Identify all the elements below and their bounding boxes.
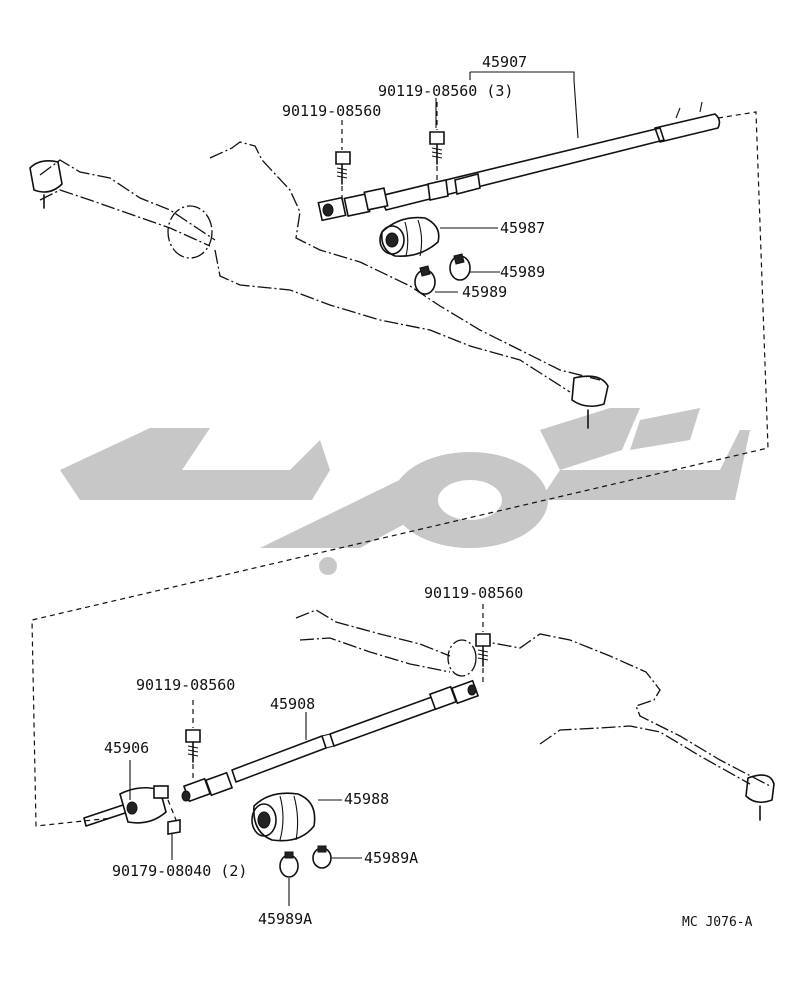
label-45988: 45988 [344,790,389,808]
upper-bolt-left [335,120,351,200]
column-joint-45906 [83,785,181,835]
label-45907: 45907 [482,53,527,71]
clamp-45989A-right [312,845,332,869]
lower-universal-joint-left [181,771,234,803]
boot-45987 [379,216,440,258]
label-90119-08560-top: 90119-08560 [282,102,381,120]
intermediate-shaft-45907 [379,101,721,211]
clamp-45989-lower [414,265,436,295]
label-90179-08040-2: 90179-08040 (2) [112,862,247,880]
lower-bolt-right [475,604,491,686]
label-45908: 45908 [270,695,315,713]
label-45989-b: 45989 [462,283,507,301]
label-45989-a: 45989 [500,263,545,281]
upper-bolt-right [429,102,445,182]
drawing-code: MC J076-A [682,915,753,930]
boot-45988 [251,792,316,842]
clamp-45989A-bottom [279,851,299,878]
upper-steering-rack-outline [29,141,609,429]
lower-bolt-left [185,700,201,780]
label-90119-08560-lower-left: 90119-08560 [136,676,235,694]
label-45906: 45906 [104,739,149,757]
upper-leader-lines [435,71,579,293]
label-45989A-right: 45989A [364,849,418,867]
label-45987: 45987 [500,219,545,237]
watermark-logo [60,408,750,575]
label-90119-08560-3: 90119-08560 (3) [378,82,513,100]
lower-leader-lines [129,712,362,906]
clamp-45989-upper [449,253,471,281]
label-45989A-bottom: 45989A [258,910,312,928]
lower-steering-rack-outline [295,609,775,821]
lower-universal-joint-right [428,679,480,711]
upper-universal-joint [317,187,389,222]
label-90119-08560-lower-right: 90119-08560 [424,584,523,602]
intermediate-shaft-45908 [231,693,445,783]
